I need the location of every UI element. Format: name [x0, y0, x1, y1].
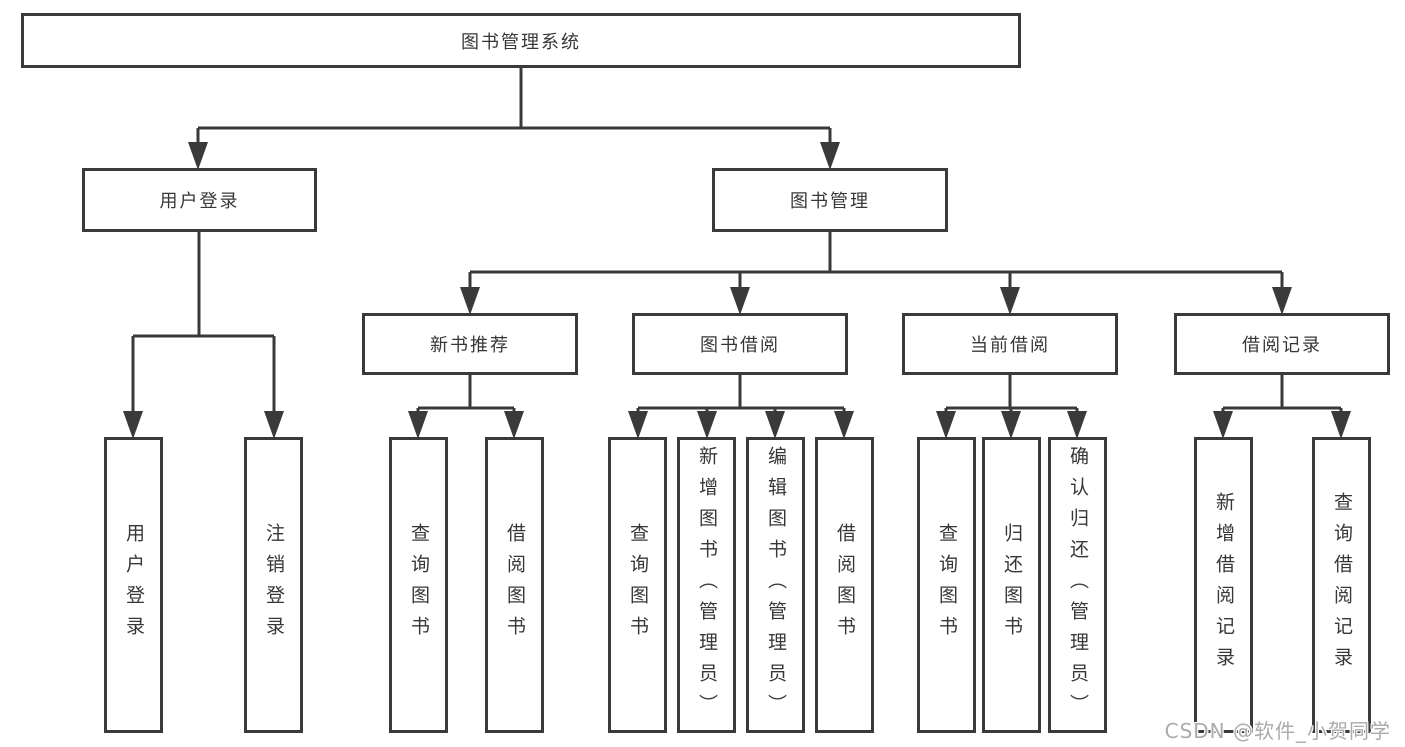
leaf-query-book-borrow-label: 查询图书	[627, 523, 649, 647]
leaf-user-login: 用户登录	[104, 437, 163, 733]
arrow-icon	[460, 287, 480, 315]
leaf-query-book-current: 查询图书	[917, 437, 976, 733]
leaf-edit-book-admin-label: 编辑图书（管理员）	[765, 445, 787, 725]
leaf-confirm-return-admin: 确认归还（管理员）	[1048, 437, 1107, 733]
leaf-user-login-label: 用户登录	[123, 523, 145, 647]
node-user-login-label: 用户登录	[159, 191, 240, 212]
node-new-book-recommend-label: 新书推荐	[430, 335, 510, 356]
arrow-icon	[834, 411, 854, 439]
leaf-confirm-return-admin-label: 确认归还（管理员）	[1067, 445, 1089, 725]
arrow-icon	[504, 411, 524, 439]
leaf-edit-book-admin: 编辑图书（管理员）	[746, 437, 805, 733]
node-current-borrow-label: 当前借阅	[970, 335, 1050, 356]
leaf-borrow-book: 借阅图书	[815, 437, 874, 733]
arrow-icon	[820, 142, 840, 170]
leaf-borrow-book-label: 借阅图书	[834, 523, 856, 647]
node-book-borrow-label: 图书借阅	[700, 335, 780, 356]
connector-new-book-to-leaves	[416, 375, 516, 435]
arrow-icon	[1001, 411, 1021, 439]
node-current-borrow: 当前借阅	[902, 313, 1118, 375]
leaf-query-book-current-label: 查询图书	[936, 523, 958, 647]
leaf-logout: 注销登录	[244, 437, 303, 733]
arrow-icon	[1000, 287, 1020, 315]
leaf-logout-label: 注销登录	[263, 523, 285, 647]
arrow-icon	[408, 411, 428, 439]
arrow-icon	[1067, 411, 1087, 439]
arrow-icon	[123, 411, 143, 439]
leaf-borrow-book-recommend-label: 借阅图书	[504, 523, 526, 647]
connector-book-mgmt-to-level3	[468, 232, 1284, 311]
node-book-mgmt: 图书管理	[712, 168, 948, 232]
arrow-icon	[1272, 287, 1292, 315]
node-book-mgmt-label: 图书管理	[790, 191, 870, 212]
leaf-add-book-admin-label: 新增图书（管理员）	[696, 445, 718, 725]
arrowheads	[123, 142, 1351, 439]
leaf-query-borrow-record: 查询借阅记录	[1312, 437, 1371, 733]
watermark: CSDN @软件_小贺同学	[1164, 719, 1391, 743]
arrow-icon	[1331, 411, 1351, 439]
arrow-icon	[936, 411, 956, 439]
leaf-add-book-admin: 新增图书（管理员）	[677, 437, 736, 733]
connector-borrow-record-to-leaves	[1221, 375, 1343, 435]
connector-book-borrow-to-leaves	[636, 375, 846, 435]
arrow-icon	[730, 287, 750, 315]
leaf-query-book-recommend: 查询图书	[389, 437, 448, 733]
arrow-icon	[264, 411, 284, 439]
arrow-icon	[628, 411, 648, 439]
arrow-icon	[188, 142, 208, 170]
node-root: 图书管理系统	[21, 13, 1021, 68]
arrow-icon	[1213, 411, 1233, 439]
arrow-icon	[697, 411, 717, 439]
node-new-book-recommend: 新书推荐	[362, 313, 578, 375]
node-borrow-record-label: 借阅记录	[1242, 335, 1322, 356]
leaf-add-borrow-record-label: 新增借阅记录	[1213, 492, 1235, 678]
leaf-borrow-book-recommend: 借阅图书	[485, 437, 544, 733]
leaf-query-book-borrow: 查询图书	[608, 437, 667, 733]
node-user-login: 用户登录	[82, 168, 317, 232]
leaf-return-book-label: 归还图书	[1001, 523, 1023, 647]
node-root-label: 图书管理系统	[461, 31, 581, 53]
leaf-add-borrow-record: 新增借阅记录	[1194, 437, 1253, 733]
node-book-borrow: 图书借阅	[632, 313, 848, 375]
connector-user-login-to-leaves	[131, 232, 276, 435]
leaf-query-book-recommend-label: 查询图书	[408, 523, 430, 647]
leaf-return-book: 归还图书	[982, 437, 1041, 733]
arrow-icon	[765, 411, 785, 439]
connector-root-to-level2	[196, 68, 832, 166]
leaf-query-borrow-record-label: 查询借阅记录	[1331, 492, 1353, 678]
node-borrow-record: 借阅记录	[1174, 313, 1390, 375]
